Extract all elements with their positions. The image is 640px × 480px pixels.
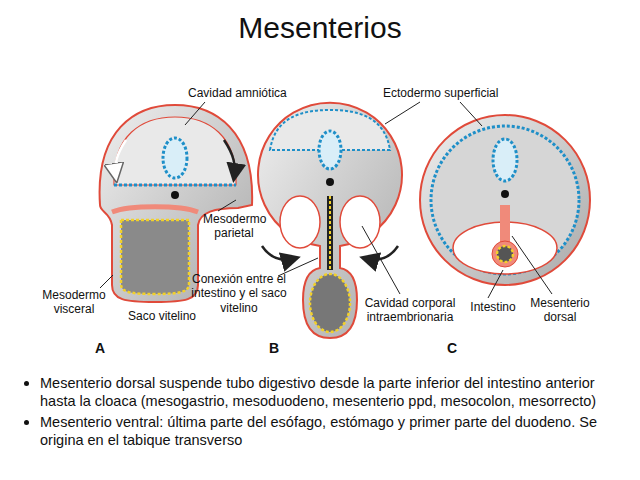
bullet-text: Mesenterio ventral: última parte del esó… [40, 413, 632, 449]
yolk-sac [121, 220, 189, 294]
bullet-text: Mesenterio dorsal suspende tubo digestiv… [40, 374, 632, 410]
notochord [171, 191, 179, 199]
part-label: Mesodermo parietal [203, 212, 265, 241]
fold-arrow [224, 140, 235, 178]
bullet-dot [24, 420, 29, 425]
yolk-sac [310, 274, 350, 332]
page-title: Mesenterios [0, 10, 640, 46]
neural-tube [493, 139, 517, 181]
neural-tube [319, 131, 341, 169]
figure-letter: B [264, 340, 284, 357]
leader-line [512, 236, 552, 294]
leader-line [362, 226, 400, 294]
part-label: Cavidad amniótica [188, 86, 298, 100]
part-label: Cavidad corporal intraembrionaria [358, 296, 462, 325]
leader-line [185, 102, 205, 125]
gut-tube [327, 196, 333, 270]
leader-line [100, 275, 113, 288]
dorsal-mesentery [500, 205, 510, 245]
part-label: Saco vitelino [122, 309, 202, 323]
leader-line [385, 102, 420, 124]
ectoderm-line [114, 184, 236, 187]
gut [492, 241, 518, 267]
part-label: Mesenterio dorsal [524, 296, 596, 325]
gut-lumen [497, 246, 513, 262]
leader-lines [100, 102, 552, 298]
leader-line [460, 102, 482, 126]
fold-arrow [115, 140, 126, 178]
embryo-outline [420, 115, 590, 285]
part-label: Mesodermo visceral [38, 288, 110, 317]
body-cavity [340, 196, 380, 248]
amniotic-cavity [114, 117, 236, 185]
part-label: Ectodermo superficial [383, 86, 513, 100]
leader-line [218, 200, 236, 211]
bullet-dot [24, 381, 29, 386]
section-c [420, 115, 590, 285]
fold-arrow [364, 246, 398, 260]
leader-line [488, 270, 503, 298]
part-label: Conexión entre el intestino y el saco vi… [188, 272, 290, 315]
neural-tube [163, 138, 187, 178]
notochord [326, 178, 334, 186]
body-cavity [280, 196, 320, 248]
notochord [501, 190, 509, 198]
figure-letter: A [90, 340, 110, 357]
endoderm-line [329, 196, 331, 270]
fold-arrow [262, 246, 296, 260]
surface-ectoderm [431, 126, 579, 274]
part-label: Intestino [465, 300, 521, 314]
visceral-mesoderm [112, 207, 198, 212]
figure-letter: C [442, 340, 462, 357]
